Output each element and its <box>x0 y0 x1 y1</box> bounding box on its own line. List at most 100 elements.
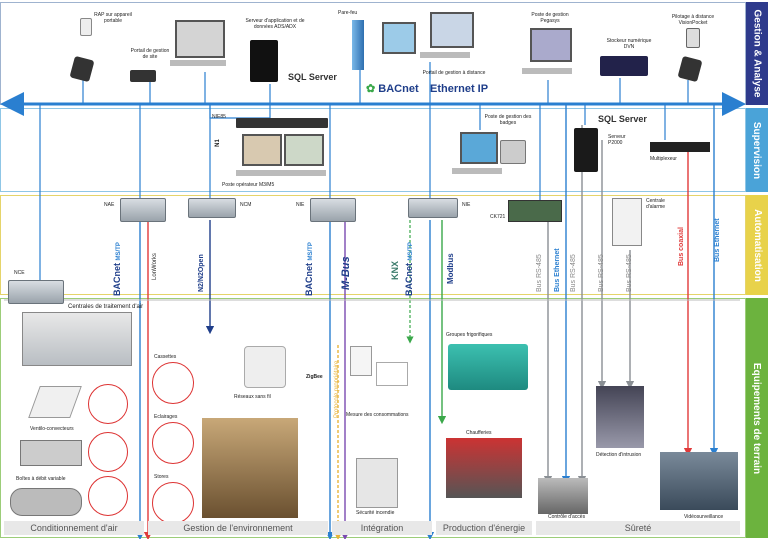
vav-box[interactable] <box>10 488 82 516</box>
monitor-pegasys[interactable] <box>530 28 572 62</box>
pda-device[interactable] <box>80 18 92 36</box>
multiplexeur-label: Multiplexeur <box>650 156 677 162</box>
keyboard-badges <box>452 168 502 174</box>
video-label: Vidéosurveillance <box>684 514 724 520</box>
ck721-controller[interactable] <box>508 200 562 222</box>
monitor-operateur-2[interactable] <box>284 134 324 166</box>
footer-integration: Intégration <box>332 521 432 535</box>
bacnet-mstp-1: BACnet MS/TP <box>112 242 122 296</box>
automatisation-band <box>0 195 746 295</box>
bacnet-icon: ✿ <box>366 83 376 95</box>
serveur-app-label: Serveur d'application et de données ADS/… <box>245 18 305 30</box>
sql-server-logo: SQL Server <box>288 72 337 82</box>
keyboard-pegasys <box>522 68 572 74</box>
stores-label: Stores <box>154 474 169 480</box>
video-photo <box>660 452 738 510</box>
controller-circle-3 <box>88 476 128 516</box>
dvn-recorder[interactable] <box>600 56 648 76</box>
chaufferies-label: Chaufferies <box>466 430 492 436</box>
supervision-side-label: Supervision <box>746 108 768 192</box>
wireless-sensors[interactable] <box>244 346 286 388</box>
nie-controller-2[interactable] <box>408 198 458 218</box>
intrusion-photo <box>596 386 644 448</box>
monitor-portail-distance[interactable] <box>430 12 474 48</box>
nie85-rack[interactable] <box>236 118 328 128</box>
bus-coaxial: Bus coaxial <box>678 227 685 266</box>
nae-controller[interactable] <box>120 198 166 222</box>
footer-gestion-env: Gestion de l'environnement <box>148 521 328 535</box>
ncm-label: NCM <box>240 202 252 208</box>
footer-conditionnement: Conditionnement d'air <box>4 521 144 535</box>
access-control-photo <box>538 478 588 514</box>
protocole-label: Protocole propriétaire <box>334 360 340 418</box>
acces-label: Contrôle d'accès <box>548 514 586 520</box>
air-handling-unit[interactable] <box>22 312 132 366</box>
zigbee-logo: ZigBee <box>306 374 323 380</box>
keyboard-operateur <box>236 170 326 176</box>
reseaux-label: Réseaux sans fil <box>234 394 271 400</box>
footer-production: Production d'énergie <box>436 521 532 535</box>
monitor-operateur-1[interactable] <box>242 134 282 166</box>
bus-ethernet-1: Bus Ethernet <box>554 248 561 292</box>
mbus-logo: M-Bus <box>340 256 352 290</box>
n2-label: N2/N2Open <box>198 254 205 292</box>
n1-label: N1 <box>214 139 221 147</box>
boites-label: Boîtes à débit variable <box>16 476 66 482</box>
rap-label: RAP sur appareil portable <box>94 12 132 24</box>
nae-label: NAE <box>104 202 115 208</box>
intrusion-label: Détection d'intrusion <box>596 452 642 458</box>
bus-rs485-4: Bus RS-485 <box>626 254 633 292</box>
mesure-label: Mesure des consommations <box>346 412 409 418</box>
sql-server-logo-2: SQL Server <box>598 114 647 124</box>
nie-label-2: NIE <box>462 202 471 208</box>
office-photo <box>202 418 298 518</box>
bacnet-logo-top: ✿ BACnet <box>366 83 419 95</box>
firewall-device[interactable] <box>352 20 364 70</box>
securite-incendie-label: Sécurité incendie <box>356 510 395 516</box>
bacnet-mstp-2: BACnet MS/TP <box>304 242 314 296</box>
energy-meter[interactable] <box>350 346 372 376</box>
printer-device[interactable] <box>130 70 156 82</box>
fire-panel[interactable] <box>356 458 398 508</box>
keyboard-portail-site <box>170 60 226 66</box>
groupes-label: Groupes frigorifiques <box>446 332 493 338</box>
centrale-alarme-box[interactable] <box>612 198 642 246</box>
badges-label: Poste de gestion des badges <box>484 114 532 126</box>
equipements-band <box>0 298 746 538</box>
centrale-alarme-label: Centrale d'alarme <box>646 198 666 210</box>
eclairages-circle <box>152 422 194 464</box>
bus-rs485-2: Bus RS-485 <box>570 254 577 292</box>
consumption-chart <box>376 362 408 386</box>
pare-feu-label: Pare-feu <box>338 10 358 16</box>
controller-circle-2 <box>88 432 128 472</box>
poste-operateur-label: Poste opérateur M3/M5 <box>222 182 275 188</box>
duct-unit[interactable] <box>20 440 82 466</box>
monitor-firewall[interactable] <box>382 22 416 54</box>
cassettes-circle <box>152 362 194 404</box>
footer-surete: Sûreté <box>536 521 740 535</box>
p2000-server[interactable] <box>574 128 598 172</box>
pegasys-label: Poste de gestion Pegasys <box>531 12 569 24</box>
p2000-label: Serveur P2000 <box>608 134 626 146</box>
eclairages-label: Eclairages <box>154 414 178 420</box>
ncm-controller[interactable] <box>188 198 236 218</box>
automatisation-side-label: Automatisation <box>746 195 768 295</box>
nie85-label: NIE85 <box>212 114 226 120</box>
gestion-side-label: Gestion & Analyse <box>746 2 768 105</box>
multiplexeur-device[interactable] <box>650 142 710 152</box>
server-ads[interactable] <box>250 40 278 82</box>
ethernet-ip-label: Ethernet IP <box>430 83 489 95</box>
nce-controller[interactable] <box>8 280 64 304</box>
controller-circle-1 <box>88 384 128 424</box>
boiler-room[interactable] <box>446 438 522 498</box>
bus-ethernet-2: Bus Ethernet <box>714 218 721 262</box>
monitor-portail-site[interactable] <box>175 20 225 58</box>
equipements-side-label: Equipements de terrain <box>746 298 768 538</box>
badge-printer[interactable] <box>500 140 526 164</box>
chiller-unit[interactable] <box>448 344 528 390</box>
nie-controller-1[interactable] <box>310 198 356 222</box>
dvn-label: Stockeur numérique DVN <box>606 38 652 50</box>
monitor-badges[interactable] <box>460 132 498 164</box>
stores-circle <box>152 482 194 524</box>
visionpocket-pda[interactable] <box>686 28 700 48</box>
